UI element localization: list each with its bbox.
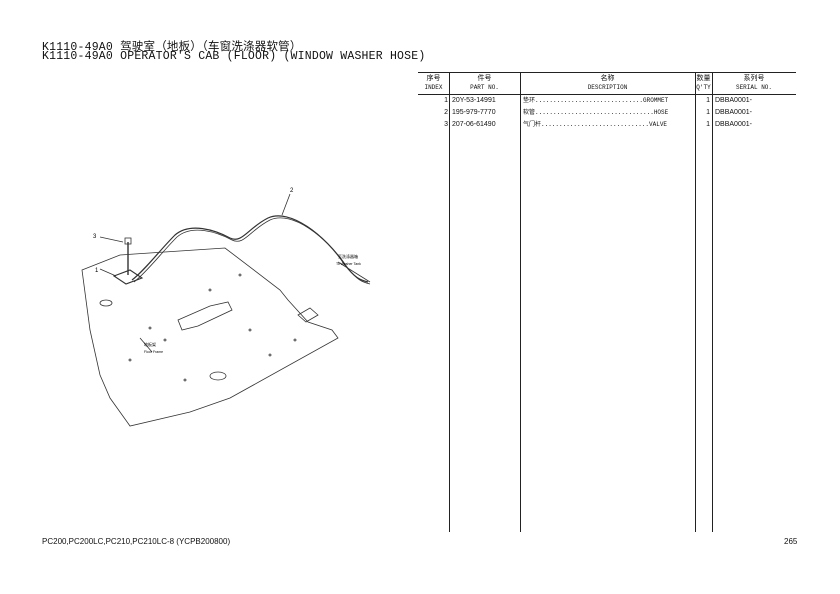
floor-hole-left bbox=[99, 299, 113, 307]
header-qty: 数量 Q'TY bbox=[696, 75, 711, 91]
washer-hose-path-inner bbox=[133, 217, 371, 285]
parts-table: 序号 INDEX 件号 PART NO. 名称 DESCRIPTION 数量 Q… bbox=[418, 72, 796, 532]
grommet-part bbox=[112, 269, 144, 285]
table-top-rule bbox=[418, 72, 796, 73]
table-row: 2 195-979-7770 软管.......................… bbox=[444, 109, 752, 116]
page-number: 265 bbox=[784, 537, 798, 546]
header-description: 名称 DESCRIPTION bbox=[587, 75, 628, 91]
tank-label-cn: 至洗涤器箱 bbox=[338, 253, 358, 259]
floor-hole-right bbox=[209, 371, 227, 381]
floor-cutout-notch bbox=[297, 307, 319, 323]
callout-2: 2 bbox=[290, 188, 294, 194]
floor-plate-outline bbox=[81, 247, 339, 427]
table-header-rule bbox=[418, 94, 796, 95]
floor-cutout-slot bbox=[177, 301, 233, 331]
parts-diagram: 3 1 2 至洗涤器箱 To Washer Tank 地板架 Floor Fra… bbox=[70, 180, 400, 430]
table-row: 1 20Y-53-14991 垫环.......................… bbox=[444, 97, 752, 104]
header-serial-no: 系列号 SERIAL NO. bbox=[735, 75, 772, 91]
header-part-no: 件号 PART NO. bbox=[470, 75, 499, 91]
page-title-cn: K1110-49A0 驾驶室（地板）（车窗洗涤器软管） bbox=[42, 41, 302, 54]
floor-label-cn: 地板架 bbox=[144, 341, 156, 347]
valve-head bbox=[124, 237, 132, 245]
callout-3: 3 bbox=[93, 234, 97, 240]
floor-hose-illustration: 3 1 2 至洗涤器箱 To Washer Tank 地板架 Floor Fra… bbox=[81, 188, 371, 427]
washer-hose-path bbox=[131, 215, 369, 283]
table-row: 3 207-06-61490 气门杆......................… bbox=[444, 121, 752, 128]
page-title-en: K1110-49A0 OPERATOR'S CAB (FLOOR) (WINDO… bbox=[42, 50, 426, 63]
callout-1: 1 bbox=[95, 268, 99, 274]
tank-label-en: To Washer Tank bbox=[336, 262, 361, 266]
floor-label-en: Floor Frame bbox=[144, 350, 163, 354]
header-index: 序号 INDEX bbox=[424, 75, 443, 91]
footer-model-list: PC200,PC200LC,PC210,PC210LC-8 (YCPB20080… bbox=[42, 537, 231, 546]
